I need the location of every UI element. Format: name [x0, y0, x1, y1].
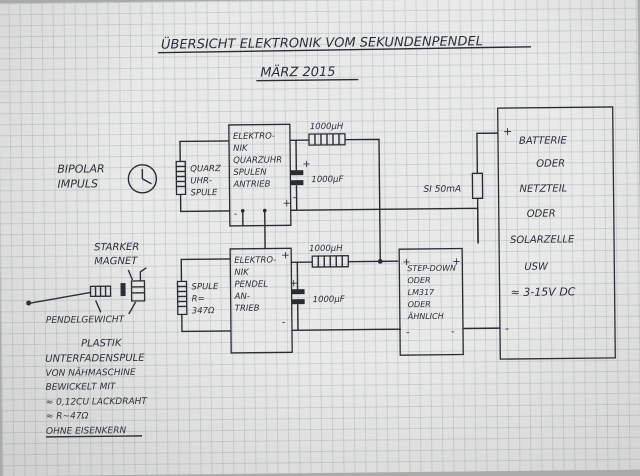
battery-line-6: USW — [524, 262, 549, 273]
diagram-date: MÄRZ 2015 — [260, 64, 335, 81]
pendel-drive-plus: + — [281, 250, 290, 261]
stepdown-minus-out: - — [451, 327, 455, 338]
pendel-drive-line-1: ELEKTRO- — [234, 255, 276, 265]
battery-plus: + — [503, 125, 512, 138]
top-ground-wire — [291, 208, 478, 245]
coil-spec-line-1: SPULE — [191, 282, 219, 292]
battery-line-7: ≈ 3-15V DC — [511, 285, 576, 299]
battery-line-2: ODER — [536, 158, 565, 169]
bipolar-label: BIPOLAR — [57, 162, 105, 175]
coil-spec-line-2: R= — [192, 294, 205, 304]
quartz-drive-line-1: ELEKTRO- — [233, 131, 275, 141]
bobbin-coil-symbol — [131, 268, 146, 301]
inductor-top-label: 1000µH — [310, 122, 344, 132]
pendel-drive-line-3: PENDEL — [234, 280, 268, 290]
plastik-label: PLASTIK — [81, 338, 123, 349]
bewickelt-label: BEWICKELT MIT — [46, 382, 118, 393]
quartz-drive-line-5: ANTRIEB — [232, 180, 270, 190]
pendulum-rod — [26, 292, 91, 305]
pendel-coil-wire-top — [181, 259, 230, 282]
capacitor-top — [290, 170, 303, 185]
quartz-coil-symbol — [176, 161, 185, 194]
bottom-supply-wire-b — [348, 261, 398, 262]
quartz-drive-line-2: NIK — [233, 144, 249, 154]
starker-label: STARKER — [94, 242, 139, 253]
cap-bottom-plus: + — [289, 278, 298, 289]
stepdown-line-5: ÄHNLICH — [407, 311, 444, 321]
clock-icon — [128, 165, 156, 193]
coil-spec-line-3: 347Ω — [192, 306, 215, 316]
battery-line-3: NETZTEIL — [519, 183, 567, 194]
capacitor-bottom — [292, 289, 305, 304]
battery-line-5: SOLARZELLE — [510, 234, 575, 246]
pendel-drive-minus: - — [282, 317, 286, 328]
quarz-coil-label-1: QUARZ — [190, 164, 221, 174]
cap-bottom-label: 1000µF — [313, 295, 345, 305]
naehmaschine-label: VON NÄHMASCHINE — [45, 367, 136, 379]
cap-top-label: 1000µF — [311, 175, 343, 185]
fuse-label: SI 50mA — [423, 185, 461, 195]
fuse-wire-upper — [477, 133, 498, 173]
quartz-coil-wire-top — [180, 141, 229, 162]
top-supply-wire-b — [345, 139, 380, 261]
battery-line-4: ODER — [527, 209, 556, 220]
impuls-label: IMPULS — [57, 177, 98, 190]
battery-minus: - — [505, 322, 509, 335]
pendel-drive-line-5: TRIEB — [235, 304, 260, 314]
quarz-coil-label-3: SPULE — [190, 188, 218, 198]
quartz-drive-line-4: SPULEN — [233, 168, 267, 178]
pendel-coil-wire-bottom — [182, 314, 231, 332]
pendel-coil-symbol — [177, 281, 186, 314]
pendelgewicht-label: PENDELGEWICHT — [46, 315, 126, 326]
cap-top-plus: + — [302, 159, 311, 170]
magnet-label: MAGNET — [94, 256, 138, 267]
quartz-drive-plus: + — [283, 198, 292, 209]
stepdown-line-4: ODER — [408, 300, 431, 309]
quarz-coil-label-2: UHR- — [190, 176, 212, 186]
battery-line-1: BATTERIE — [519, 135, 568, 147]
bottom-ground-wire — [292, 329, 401, 330]
pendulum-weight — [91, 286, 111, 296]
inductor-bottom — [312, 256, 348, 267]
quartz-drive-line-3: QUARZUHR — [233, 155, 282, 166]
inductor-bottom-label: 1000µH — [309, 244, 343, 254]
bobbin-arrow — [129, 302, 136, 314]
wire-spec-label: ≈ 0,12CU LACKDRAHT — [46, 397, 149, 408]
resistance-spec-label: ≈ R~47Ω — [46, 411, 89, 421]
fuse-symbol — [472, 173, 482, 198]
inductor-top — [309, 134, 345, 145]
kern-label: OHNE EISENKERN — [46, 426, 127, 437]
magnet-symbol — [120, 283, 125, 296]
pendel-drive-line-4: AN- — [234, 292, 250, 302]
magnet-arrow — [128, 270, 132, 280]
junction-node — [378, 259, 383, 264]
stepdown-line-3: LM317 — [408, 288, 436, 297]
pendel-drive-line-2: NIK — [234, 268, 250, 278]
unterfaden-label: UNTERFADENSPULE — [45, 353, 145, 365]
stepdown-line-1: STEP-DOWN — [407, 264, 456, 274]
quartz-drive-minus: - — [234, 209, 238, 220]
stepdown-line-2: ODER — [407, 276, 430, 285]
pendelgewicht-arrow — [96, 300, 101, 312]
stepdown-minus-in: - — [406, 327, 410, 338]
